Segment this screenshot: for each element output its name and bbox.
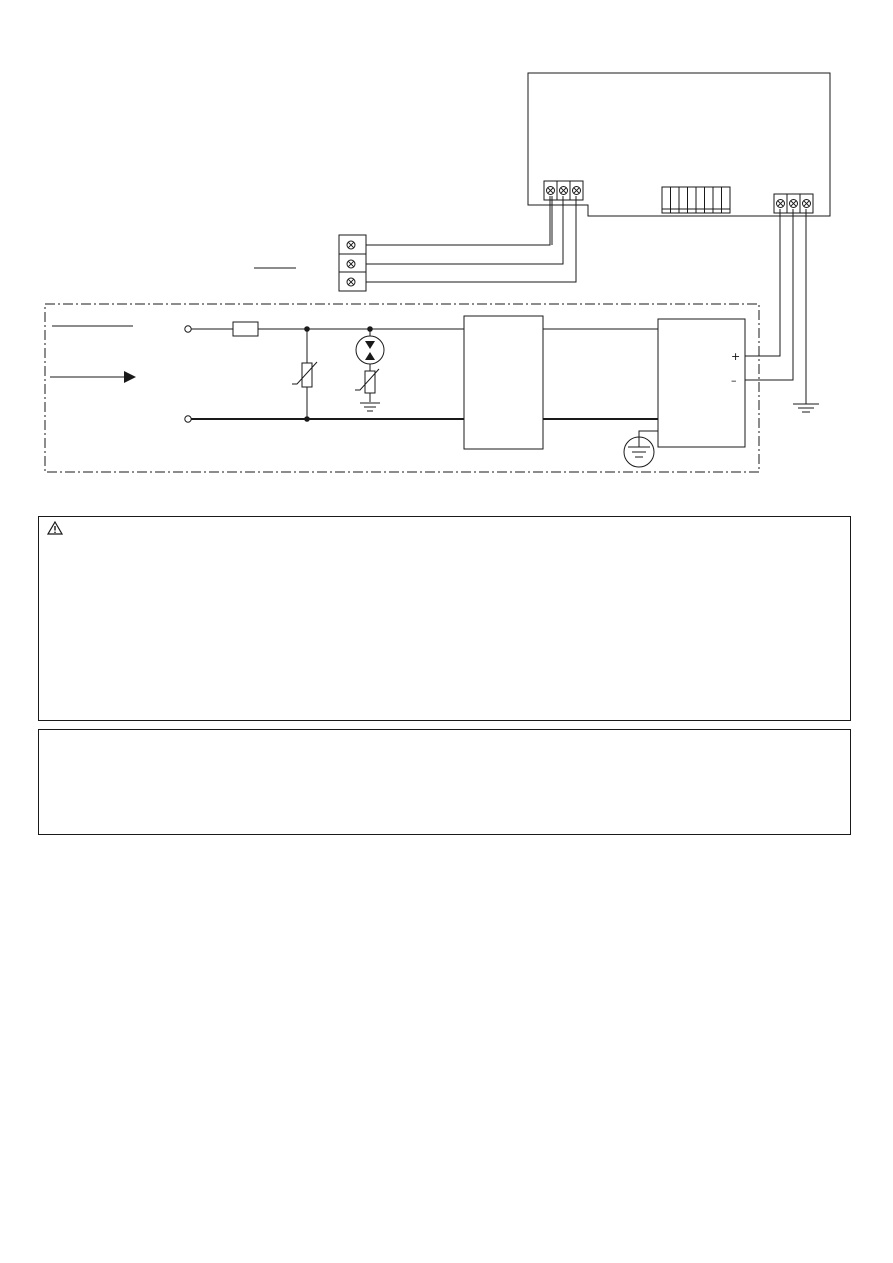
note-panel bbox=[38, 729, 851, 835]
fuse-icon bbox=[232, 321, 259, 337]
input-terminal-bottom bbox=[184, 415, 192, 423]
converter-block bbox=[657, 318, 746, 448]
power-output-wires bbox=[745, 209, 807, 404]
screw-terminal-icon bbox=[546, 186, 555, 195]
warning-panel bbox=[38, 516, 851, 721]
dip-switch-connector bbox=[661, 186, 731, 214]
screw-terminal-icon bbox=[559, 186, 568, 195]
screw-terminal-icon bbox=[346, 277, 356, 287]
protective-earth-icon bbox=[623, 430, 658, 468]
ground-icon bbox=[360, 402, 380, 412]
signal-wires bbox=[366, 196, 577, 283]
wiring-diagram: + – bbox=[44, 72, 831, 473]
ground-icon bbox=[793, 403, 819, 413]
screw-terminal-icon bbox=[802, 199, 811, 208]
power-supply-enclosure bbox=[44, 303, 760, 473]
warning-triangle-icon bbox=[47, 521, 63, 535]
varistor-icon bbox=[355, 368, 380, 402]
varistor-icon bbox=[292, 329, 318, 419]
arrow-icon bbox=[50, 371, 136, 383]
screw-terminal-icon bbox=[346, 240, 356, 250]
external-terminal-strip bbox=[338, 234, 367, 292]
gas-discharge-tube-icon bbox=[355, 329, 385, 371]
output-plus-label: + bbox=[731, 350, 740, 363]
output-minus-label: – bbox=[731, 374, 737, 387]
screw-terminal-icon bbox=[789, 199, 798, 208]
screw-terminal-icon bbox=[776, 199, 785, 208]
screw-terminal-icon bbox=[572, 186, 581, 195]
input-terminal-top bbox=[184, 325, 192, 333]
device-enclosure bbox=[527, 72, 831, 217]
screw-terminal-icon bbox=[346, 259, 356, 269]
filter-block bbox=[463, 315, 544, 450]
